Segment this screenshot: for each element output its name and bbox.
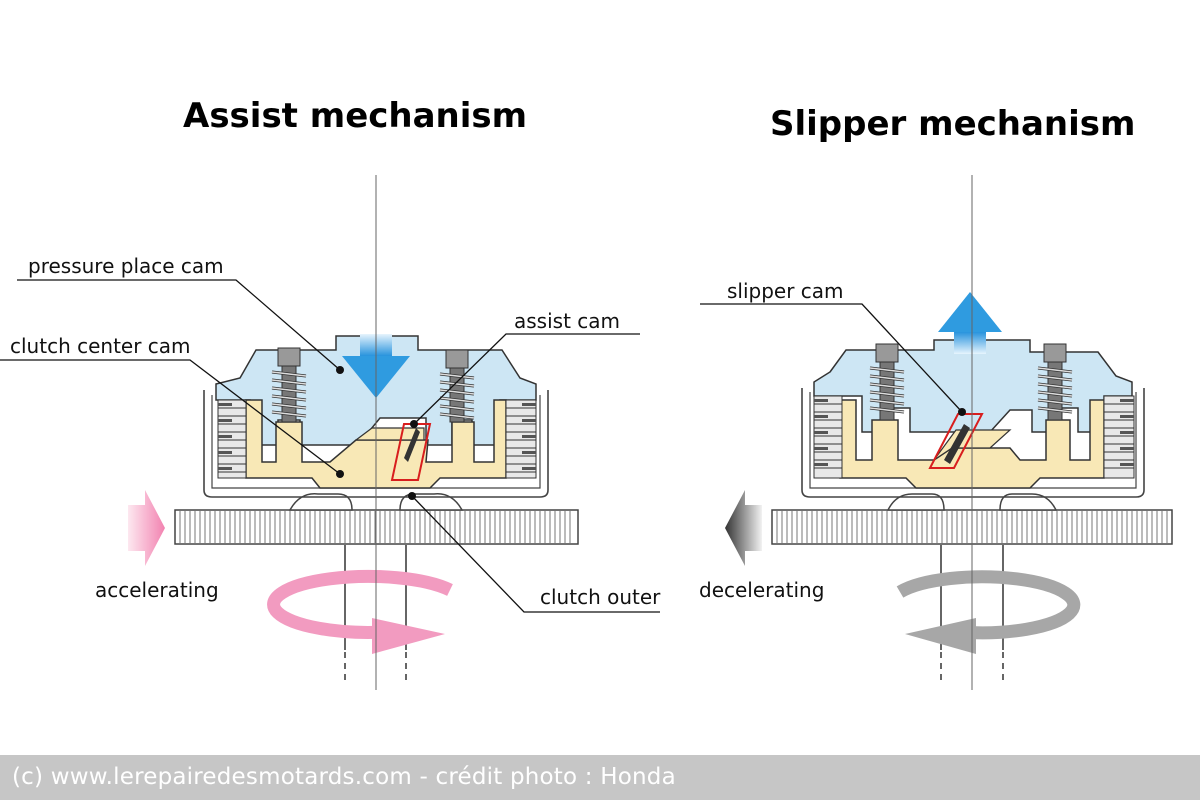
slipper-clutch-center bbox=[839, 399, 1105, 489]
slipper-friction-plates-left bbox=[813, 395, 843, 479]
assist-leader-lines bbox=[0, 279, 660, 613]
slipper-mechanism-drawing bbox=[700, 175, 1173, 690]
credit-footer: (c) www.lerepairedesmotards.com - crédit… bbox=[0, 755, 1200, 800]
decelerating-arrow bbox=[725, 490, 762, 566]
slipper-spring-right bbox=[1037, 343, 1073, 421]
slipper-force-up-arrow bbox=[938, 292, 1002, 354]
assist-title: Assist mechanism bbox=[183, 96, 527, 136]
slipper-cam-highlight bbox=[928, 413, 984, 469]
credit-text: (c) www.lerepairedesmotards.com - crédit… bbox=[12, 764, 676, 790]
slipper-spring-left bbox=[869, 343, 905, 421]
assist-spring-right bbox=[439, 349, 475, 423]
label-clutch-center-cam: clutch center cam bbox=[10, 334, 191, 358]
slipper-friction-plates-right bbox=[1103, 395, 1135, 479]
assist-spring-left bbox=[271, 347, 307, 423]
label-accelerating: accelerating bbox=[95, 578, 219, 602]
label-decelerating: decelerating bbox=[699, 578, 824, 602]
label-clutch-outer: clutch outer bbox=[540, 585, 661, 609]
label-slipper-cam: slipper cam bbox=[727, 279, 844, 303]
slipper-title: Slipper mechanism bbox=[770, 104, 1135, 144]
assist-mechanism-drawing bbox=[0, 175, 660, 690]
assist-cam-highlight bbox=[390, 423, 432, 481]
assist-friction-plates-right bbox=[505, 399, 537, 479]
assist-friction-plates-left bbox=[217, 399, 247, 479]
assist-rotation-arrow bbox=[267, 569, 453, 654]
accelerating-arrow bbox=[128, 490, 165, 566]
label-assist-cam: assist cam bbox=[514, 309, 620, 333]
slipper-rotation-arrow bbox=[896, 570, 1081, 654]
label-pressure-place-cam: pressure place cam bbox=[28, 254, 224, 278]
